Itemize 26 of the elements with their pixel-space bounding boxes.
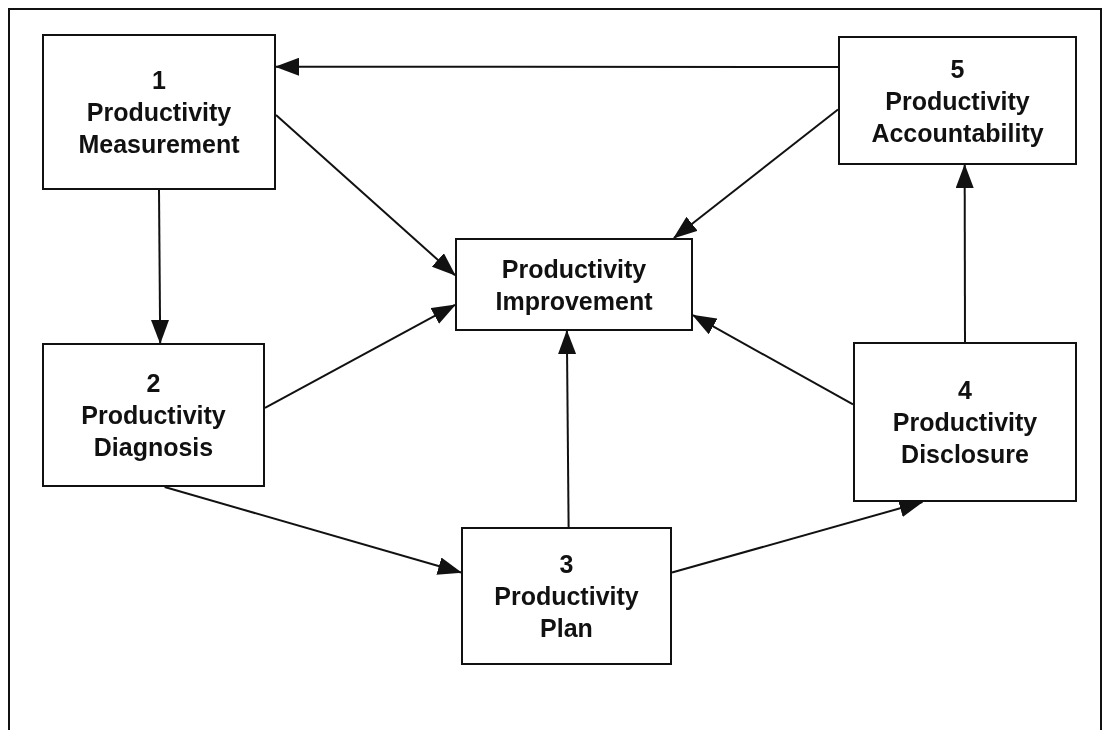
step-number: 2: [145, 368, 162, 399]
process-box: [461, 527, 672, 665]
arrow: [163, 486, 462, 575]
arrow: [692, 314, 854, 406]
process-box: [853, 342, 1077, 502]
arrow: [558, 330, 577, 528]
step-number: 4: [957, 375, 973, 406]
arrow: [672, 108, 839, 239]
box-label: Productivity Diagnosis: [80, 400, 227, 463]
process-box: [838, 36, 1077, 165]
process-box: [42, 34, 276, 190]
arrow: [275, 57, 839, 76]
box-label: Productivity Improvement: [494, 253, 654, 317]
box-label: Productivity Measurement: [77, 97, 241, 160]
process-box: [455, 238, 693, 331]
arrow: [955, 164, 974, 343]
arrow: [264, 303, 456, 409]
box-label: Productivity Disclosure: [891, 407, 1039, 470]
process-box: [42, 343, 265, 487]
step-number: 5: [949, 53, 966, 85]
step-number: 1: [151, 65, 167, 96]
box-label: Productivity Plan: [493, 581, 640, 644]
step-number: 3: [558, 549, 575, 580]
box-label: Productivity Accountability: [870, 85, 1045, 149]
arrow: [275, 114, 456, 277]
arrow: [151, 189, 169, 344]
